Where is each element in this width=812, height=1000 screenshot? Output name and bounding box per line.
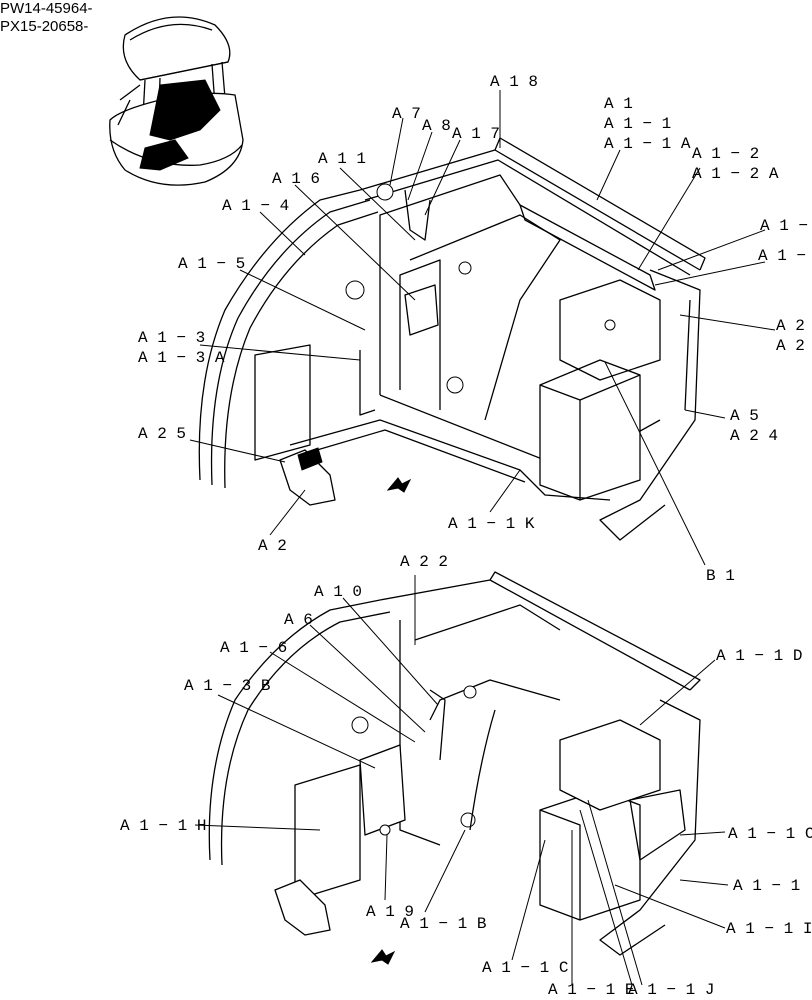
callout-A1-3: A 1 − 3 [138,329,205,347]
callout-A24: A 2 4 [730,427,778,445]
serial-range-1: PW14-45964- [0,0,93,17]
callout-A1-1A: A 1 − 1 A [604,135,691,153]
callout-A1-1B: A 1 − 1 B [400,915,486,933]
callout-A2: A 2 [258,537,287,555]
callout-A2-cut-2: A 2 [776,337,805,355]
callout-A1-1-right-mid: A 1 − 1 [733,877,800,895]
callout-A17: A 1 7 [452,125,500,143]
callout-B1: B 1 [706,567,735,585]
callout-A18: A 1 8 [490,73,538,91]
callouts-lower: A 2 2 A 1 0 A 6 A 1 − 1 D A 1 − 6 A 1 − … [120,553,812,999]
callout-A1-1K: A 1 − 1 K [448,515,535,533]
leader-lines-upper [189,90,776,566]
callout-A19: A 1 9 [366,903,414,921]
callout-A1: A 1 [604,95,633,113]
callouts-upper: A 1 8 A 1 A 1 − 1 A 1 − 1 A A 7 A 8 A 1 … [138,73,808,585]
callout-A1-6: A 1 − 6 [220,639,287,657]
callout-A1-2A: A 1 − 2 A [692,165,779,183]
callout-A1-3B: A 1 − 3 B [184,677,270,695]
lower-assembly-view [208,571,701,965]
callout-A5: A 5 [730,407,759,425]
callout-A22: A 2 2 [400,553,448,571]
leader-lines-lower [194,575,729,986]
callout-A1-cut-1: A 1 − [760,217,808,235]
callout-A1-1H: A 1 − 1 H [120,817,206,835]
callout-A1-5: A 1 − 5 [178,255,245,273]
callout-A7: A 7 [392,105,421,123]
callout-A1-1D: A 1 − 1 D [716,647,802,665]
callout-A1-1J: A 1 − 1 J [628,981,714,999]
callout-A1-1-right-upper: A 1 − 1 C [728,825,812,843]
callout-A25: A 2 5 [138,425,186,443]
callout-A16: A 1 6 [272,170,320,188]
callout-A8: A 8 [422,117,451,135]
callout-A1-cut-2: A 1 − [758,247,806,265]
callout-A2-cut-1: A 2 [776,317,805,335]
machine-overview-inset [109,16,244,186]
callout-A1-2: A 1 − 2 [692,145,759,163]
callout-A6: A 6 [284,611,313,629]
callout-A1-1C: A 1 − 1 C [482,959,568,977]
callout-A11: A 1 1 [318,150,366,168]
callout-A1-3A: A 1 − 3 A [138,349,225,367]
callout-A10: A 1 0 [314,583,362,601]
callout-A1-1I: A 1 − 1 I [726,920,812,938]
serial-range-2: PX15-20658- [0,18,89,35]
callout-A1-4: A 1 − 4 [222,197,289,215]
callout-A1-1E: A 1 − 1 E [548,981,634,999]
callout-A1-1: A 1 − 1 [604,115,671,133]
